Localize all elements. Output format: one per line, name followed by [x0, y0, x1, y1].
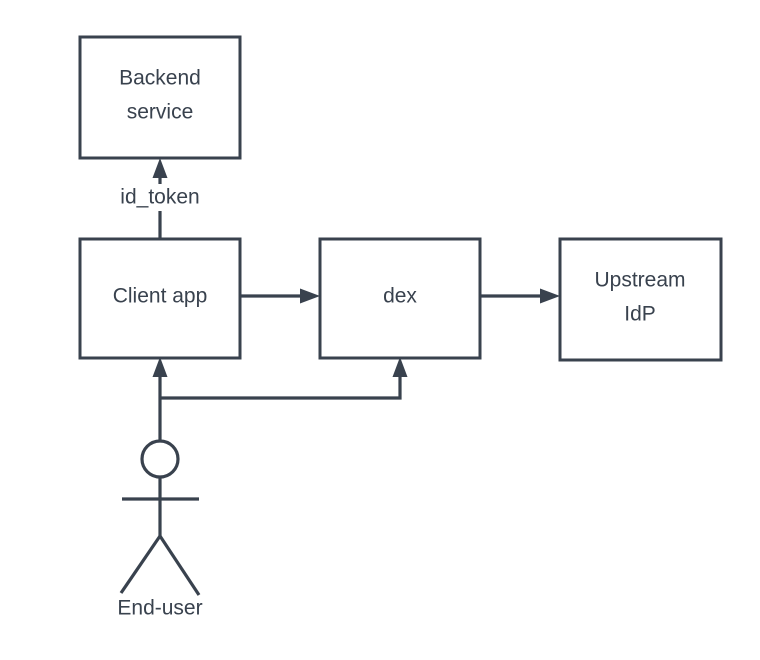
edge-line-end-user-dex	[160, 371, 402, 400]
node-client-app-rect[interactable]	[78, 237, 242, 360]
node-backend-service[interactable]: Backend service	[78, 35, 242, 160]
node-backend-service-rect[interactable]	[78, 35, 242, 160]
actor-head-icon	[140, 439, 180, 479]
actor-right-leg-line	[158, 535, 201, 596]
node-upstream-idp-rect[interactable]	[558, 237, 723, 362]
node-upstream-idp-label-line2: IdP	[624, 303, 656, 326]
node-backend-service-label-line1: Backend	[119, 67, 201, 90]
actor-end-user-label: End-user	[117, 597, 202, 620]
actor-left-leg-line	[119, 535, 162, 594]
edge-label-id-token-background	[104, 184, 216, 211]
arrow-head-upstream-idp-left	[540, 288, 560, 304]
arrow-head-dex-left	[300, 288, 320, 304]
edge-label-id-token-text: id_token	[120, 186, 199, 209]
edge-end-user-to-client-app	[152, 357, 168, 441]
node-dex[interactable]: dex	[318, 237, 482, 360]
edge-end-user-to-dex	[160, 357, 408, 400]
node-client-app[interactable]: Client app	[78, 237, 242, 360]
actor-end-user[interactable]: End-user	[117, 439, 203, 620]
arrow-head-backend-service-bottom	[152, 158, 168, 178]
arrow-head-client-app-bottom	[152, 357, 168, 377]
edge-dex-to-upstream-idp	[480, 288, 560, 304]
node-upstream-idp[interactable]: Upstream IdP	[558, 237, 723, 362]
arrow-head-dex-bottom	[392, 357, 408, 377]
node-upstream-idp-label-line1: Upstream	[594, 269, 685, 292]
node-client-app-label: Client app	[113, 285, 208, 308]
edge-client-app-to-dex	[240, 288, 320, 304]
node-backend-service-label-line2: service	[127, 101, 194, 124]
node-dex-label: dex	[383, 285, 417, 308]
node-dex-rect[interactable]	[318, 237, 482, 360]
edge-label-id-token: id_token	[104, 184, 216, 211]
